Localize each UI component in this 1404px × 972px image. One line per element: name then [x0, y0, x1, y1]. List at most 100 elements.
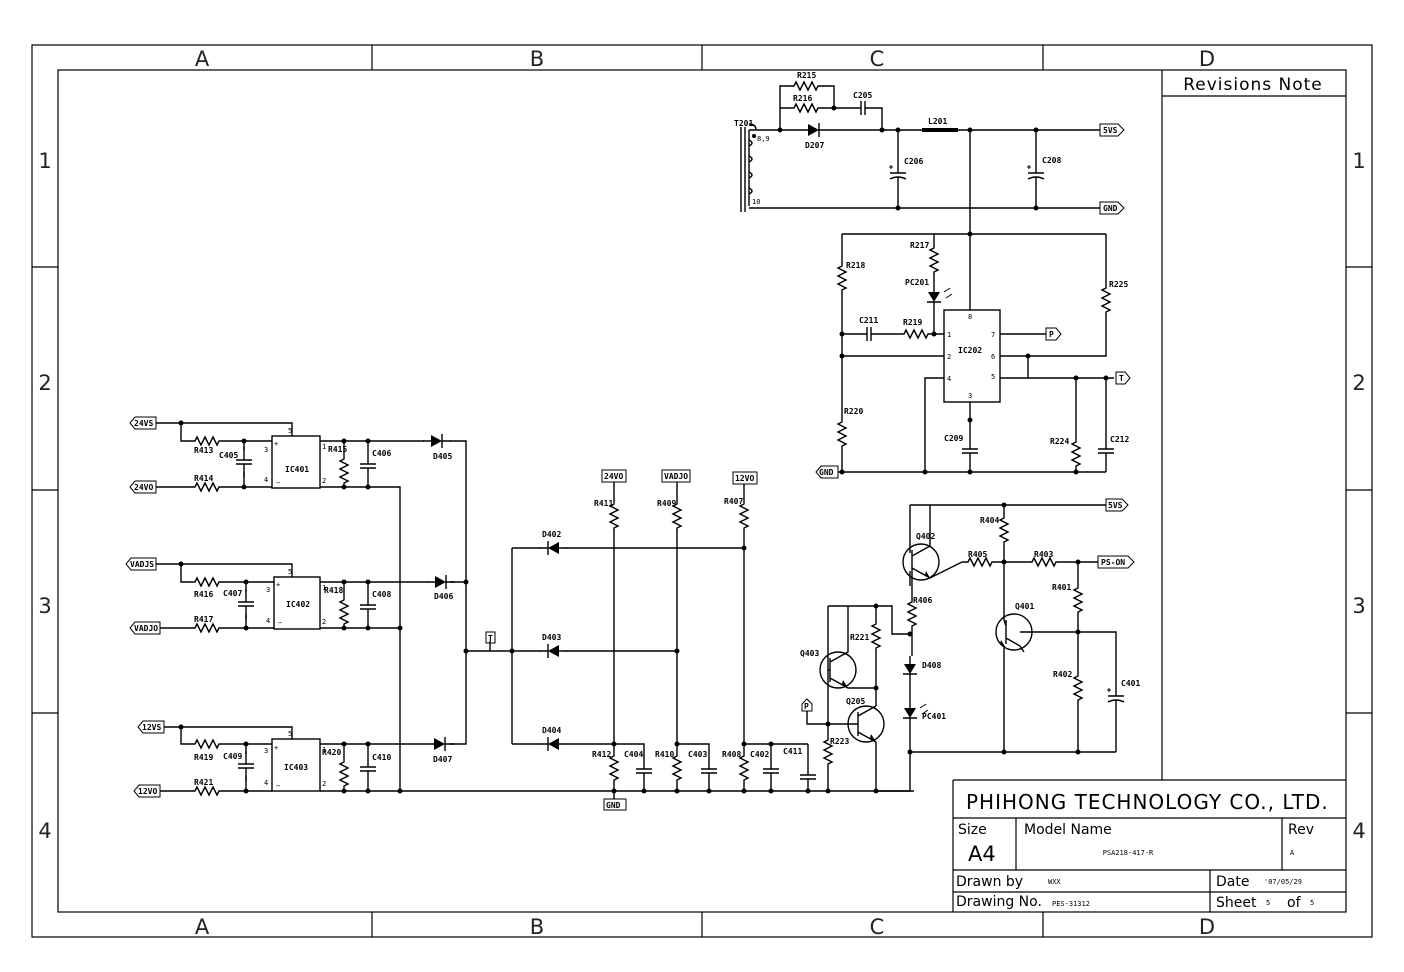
net-flag-5vs-top: 5VS: [1099, 123, 1125, 137]
sheet-of-label: of: [1287, 895, 1302, 911]
label-R217: R217: [910, 241, 929, 250]
label-IC401: IC401: [285, 465, 309, 474]
svg-text:−: −: [278, 619, 282, 627]
row-label-2-left: 2: [38, 371, 51, 395]
svg-text:12VS: 12VS: [142, 723, 161, 732]
label-C404: C404: [624, 750, 643, 759]
label-R220: R220: [844, 407, 863, 416]
date-label: Date: [1216, 874, 1249, 890]
label-D405: D405: [433, 452, 452, 461]
rev-label: Rev: [1288, 822, 1314, 838]
protection-transistors: C411 P R223 Q205 Q403 R221 Q402: [783, 498, 1140, 793]
ic402-body: [273, 576, 321, 630]
size-value: A4: [968, 842, 996, 866]
svg-text:+: +: [276, 581, 280, 589]
net-flag-vadjo-top: VADJO: [661, 469, 691, 483]
svg-text:3: 3: [264, 747, 268, 755]
label-C401: C401: [1121, 679, 1140, 688]
col-label-b-top: B: [530, 47, 544, 71]
net-flag-t-ic202: T: [1115, 371, 1131, 385]
svg-text:1: 1: [322, 746, 326, 754]
label-Q401: Q401: [1015, 602, 1034, 611]
label-R403: R403: [1034, 550, 1053, 559]
svg-text:5VS: 5VS: [1108, 501, 1123, 510]
label-T201: T201: [734, 119, 753, 128]
model-name-value: PSA218-417-R: [1103, 849, 1154, 857]
svg-text:1: 1: [322, 584, 326, 592]
label-R221: R221: [850, 633, 869, 642]
label-R418: R418: [324, 586, 343, 595]
svg-text:4: 4: [266, 617, 270, 625]
label-IC403: IC403: [284, 763, 308, 772]
drawing-no-label: Drawing No.: [956, 894, 1042, 910]
svg-text:4: 4: [264, 779, 268, 787]
label-D404: D404: [542, 726, 561, 735]
label-R412: R412: [592, 750, 611, 759]
label-R409: R409: [657, 499, 676, 508]
row-label-3-left: 3: [38, 594, 51, 618]
label-C209: C209: [944, 434, 963, 443]
svg-text:−: −: [276, 782, 280, 790]
svg-text:2: 2: [322, 618, 326, 626]
label-R419: R419: [194, 753, 213, 762]
net-flag-gnd-bottom: GND: [603, 798, 627, 811]
label-R219: R219: [903, 318, 922, 327]
svg-text:PS-ON: PS-ON: [1101, 558, 1125, 567]
drawing-no-value: PES-31312: [1052, 900, 1090, 908]
drawing-frame: [31, 44, 1373, 938]
net-flag-12vo-left: 12VO: [133, 784, 161, 798]
col-label-c-top: C: [870, 47, 885, 71]
sheet-number: 5: [1266, 899, 1270, 907]
svg-text:GND: GND: [606, 801, 621, 810]
label-PC401: PC401: [922, 712, 946, 721]
col-label-a-top: A: [195, 47, 210, 71]
date-value: '07/05/29: [1264, 878, 1302, 886]
label-PC201: PC201: [905, 278, 929, 287]
label-R402: R402: [1053, 670, 1072, 679]
svg-text:7: 7: [991, 331, 995, 339]
row-label-3-right: 3: [1352, 594, 1365, 618]
frame-labels: A B C D A B C D 1 2 3 4 1 2 3 4: [38, 47, 1365, 939]
drawn-by-label: Drawn by: [956, 874, 1023, 890]
size-label: Size: [958, 822, 987, 838]
label-C403: C403: [688, 750, 707, 759]
svg-text:2: 2: [322, 780, 326, 788]
label-R225: R225: [1109, 280, 1128, 289]
revisions-panel: Revisions Note: [1161, 70, 1346, 780]
net-flag-vadjo-left: VADJO: [129, 621, 161, 635]
ic403-body: [271, 738, 321, 792]
ic401-body: [271, 435, 321, 489]
svg-text:3: 3: [968, 392, 972, 400]
label-R407: R407: [724, 497, 743, 506]
svg-text:24VO: 24VO: [604, 472, 623, 481]
label-IC402: IC402: [286, 600, 310, 609]
net-flag-12vs: 12VS: [137, 720, 165, 734]
row-label-1-right: 1: [1352, 149, 1365, 173]
label-R218: R218: [846, 261, 865, 270]
col-label-d-top: D: [1199, 47, 1215, 71]
svg-text:1: 1: [322, 443, 326, 451]
svg-text:P: P: [1049, 330, 1054, 339]
svg-text:24VO: 24VO: [134, 483, 153, 492]
label-R401: R401: [1052, 583, 1071, 592]
label-R404: R404: [980, 516, 999, 525]
label-R405: R405: [968, 550, 987, 559]
svg-text:GND: GND: [1103, 204, 1118, 213]
label-C411: C411: [783, 747, 802, 756]
net-flag-gnd-top: GND: [1099, 201, 1125, 215]
label-R414: R414: [194, 474, 213, 483]
label-D402: D402: [542, 530, 561, 539]
row-label-1-left: 1: [38, 149, 51, 173]
label-C211: C211: [859, 316, 878, 325]
net-flag-vadjs: VADJS: [125, 557, 157, 571]
svg-text:8: 8: [968, 313, 972, 321]
label-R410: R410: [655, 750, 674, 759]
label-C206: C206: [904, 157, 923, 166]
svg-text:12VO: 12VO: [138, 787, 157, 796]
net-flag-24vs: 24VS: [129, 416, 157, 430]
svg-text:5: 5: [288, 730, 292, 738]
net-flag-5vs-q402: 5VS: [1105, 498, 1129, 512]
svg-text:2: 2: [322, 477, 326, 485]
label-R416: R416: [194, 590, 213, 599]
label-R411: R411: [594, 499, 613, 508]
